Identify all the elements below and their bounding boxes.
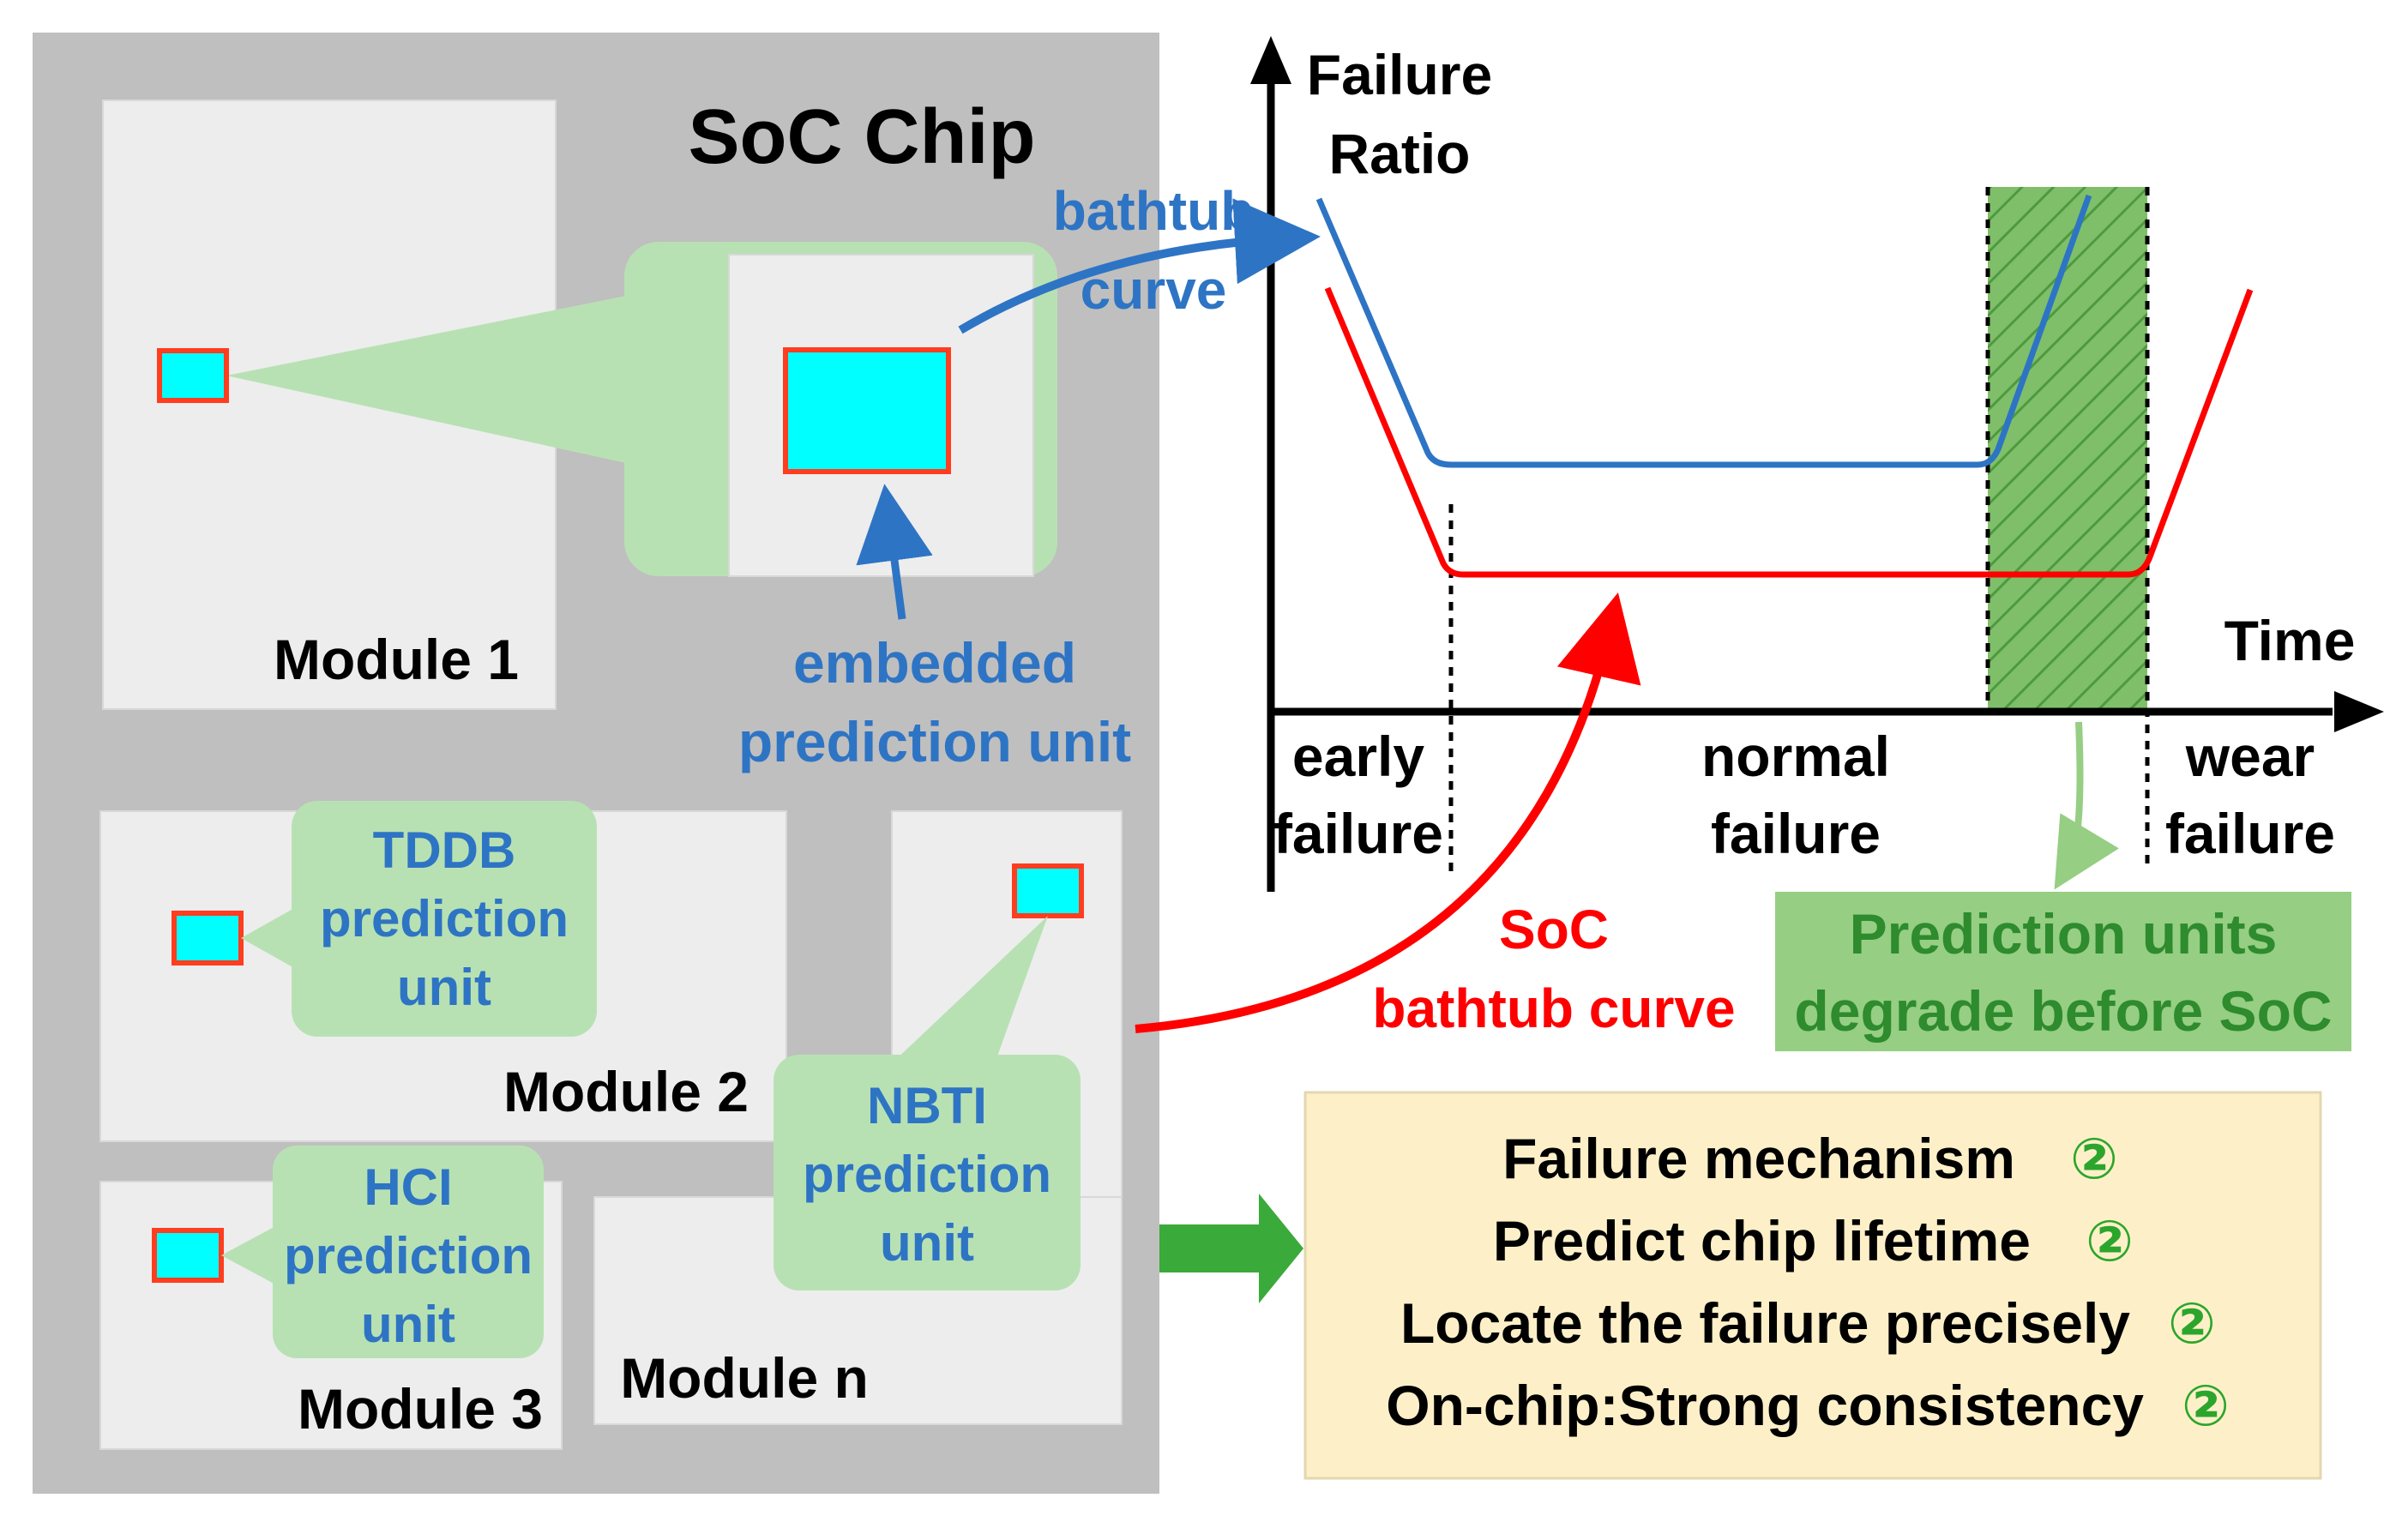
soc-curve-label-line1: SoC [1499, 899, 1609, 960]
embedded-unit-label-line1: embedded [793, 631, 1076, 695]
nbti-callout-pointer [892, 916, 1048, 1063]
benefit-1-text: Failure mechanism [1502, 1127, 2015, 1190]
hci-callout [273, 1146, 544, 1358]
nbti-callout-line2: prediction [803, 1146, 1051, 1203]
benefit-1-check: ② [2070, 1127, 2118, 1190]
benefit-3-check: ② [2168, 1291, 2216, 1355]
benefit-2-check: ② [2086, 1209, 2134, 1272]
embedded-prediction-unit-large [783, 347, 951, 474]
module-1-label: Module 1 [274, 628, 519, 691]
y-axis-arrowhead [1250, 36, 1291, 84]
tddb-callout-line1: TDDB [373, 821, 516, 879]
hci-callout-line3: unit [361, 1296, 455, 1353]
benefit-4-check: ② [2182, 1374, 2230, 1437]
module-3-prediction-unit [152, 1228, 224, 1283]
soc-curve-label-line2: bathtub curve [1372, 978, 1735, 1039]
bathtub-curve-label-line1: bathtub [1053, 180, 1255, 242]
y-axis-label-line2: Ratio [1329, 122, 1471, 185]
hci-callout-pointer [221, 1224, 279, 1286]
module-3-label: Module 3 [298, 1377, 543, 1441]
degrade-pointer-arrow [2054, 721, 2119, 890]
module-2-label: Module 2 [503, 1060, 749, 1123]
benefits-box [1303, 1091, 2322, 1480]
benefit-3-text: Locate the failure precisely [1400, 1291, 2130, 1355]
module-1-prediction-unit [157, 348, 229, 403]
region-early-line2: failure [1273, 802, 1443, 865]
nbti-callout-line3: unit [880, 1214, 974, 1272]
module-n-prediction-unit [1012, 863, 1084, 918]
zoom-callout-wedge [226, 296, 626, 463]
region-wear-line1: wear [2185, 725, 2315, 788]
tddb-callout-line2: prediction [320, 890, 569, 948]
x-axis-label: Time [2224, 609, 2356, 672]
nbti-callout-line1: NBTI [867, 1077, 987, 1134]
hci-callout-line1: HCI [364, 1158, 452, 1216]
embedded-unit-label-line2: prediction unit [738, 710, 1131, 773]
benefit-2-text: Predict chip lifetime [1493, 1209, 2031, 1272]
bathtub-curve-label-line2: curve [1081, 259, 1227, 321]
y-axis-label-line1: Failure [1307, 43, 1492, 106]
module-n-label: Module n [620, 1346, 869, 1410]
benefit-4-text: On-chip:Strong consistency [1386, 1374, 2144, 1437]
degrade-note-line2: degrade before SoC [1794, 979, 2332, 1043]
degrade-note-box [1775, 892, 2351, 1051]
hci-callout-line2: prediction [284, 1227, 533, 1284]
soc-curve-arrow [1135, 593, 1641, 1033]
region-normal-line2: failure [1711, 802, 1881, 865]
degrade-note-line1: Prediction units [1850, 902, 2278, 966]
tddb-callout-line3: unit [397, 959, 491, 1016]
benefits-arrow [1159, 1194, 1303, 1303]
tddb-callout-pointer [241, 907, 296, 969]
soc-chip-title: SoC Chip [689, 94, 1036, 180]
prediction-unit-bathtub-curve [1315, 194, 2092, 468]
region-early-line1: early [1292, 725, 1424, 788]
module-2-prediction-unit [172, 911, 244, 966]
region-wear-line2: failure [2165, 802, 2335, 865]
x-axis-arrowhead [2334, 691, 2384, 732]
embedded-unit-pointer-arrow [856, 484, 933, 620]
soc-bathtub-curve [1324, 286, 2254, 578]
bathtub-curve-arrow [958, 198, 1321, 334]
tddb-callout [292, 801, 597, 1037]
wear-region-hatch [1988, 187, 2147, 708]
region-normal-line1: normal [1701, 725, 1890, 788]
nbti-callout [774, 1055, 1081, 1290]
